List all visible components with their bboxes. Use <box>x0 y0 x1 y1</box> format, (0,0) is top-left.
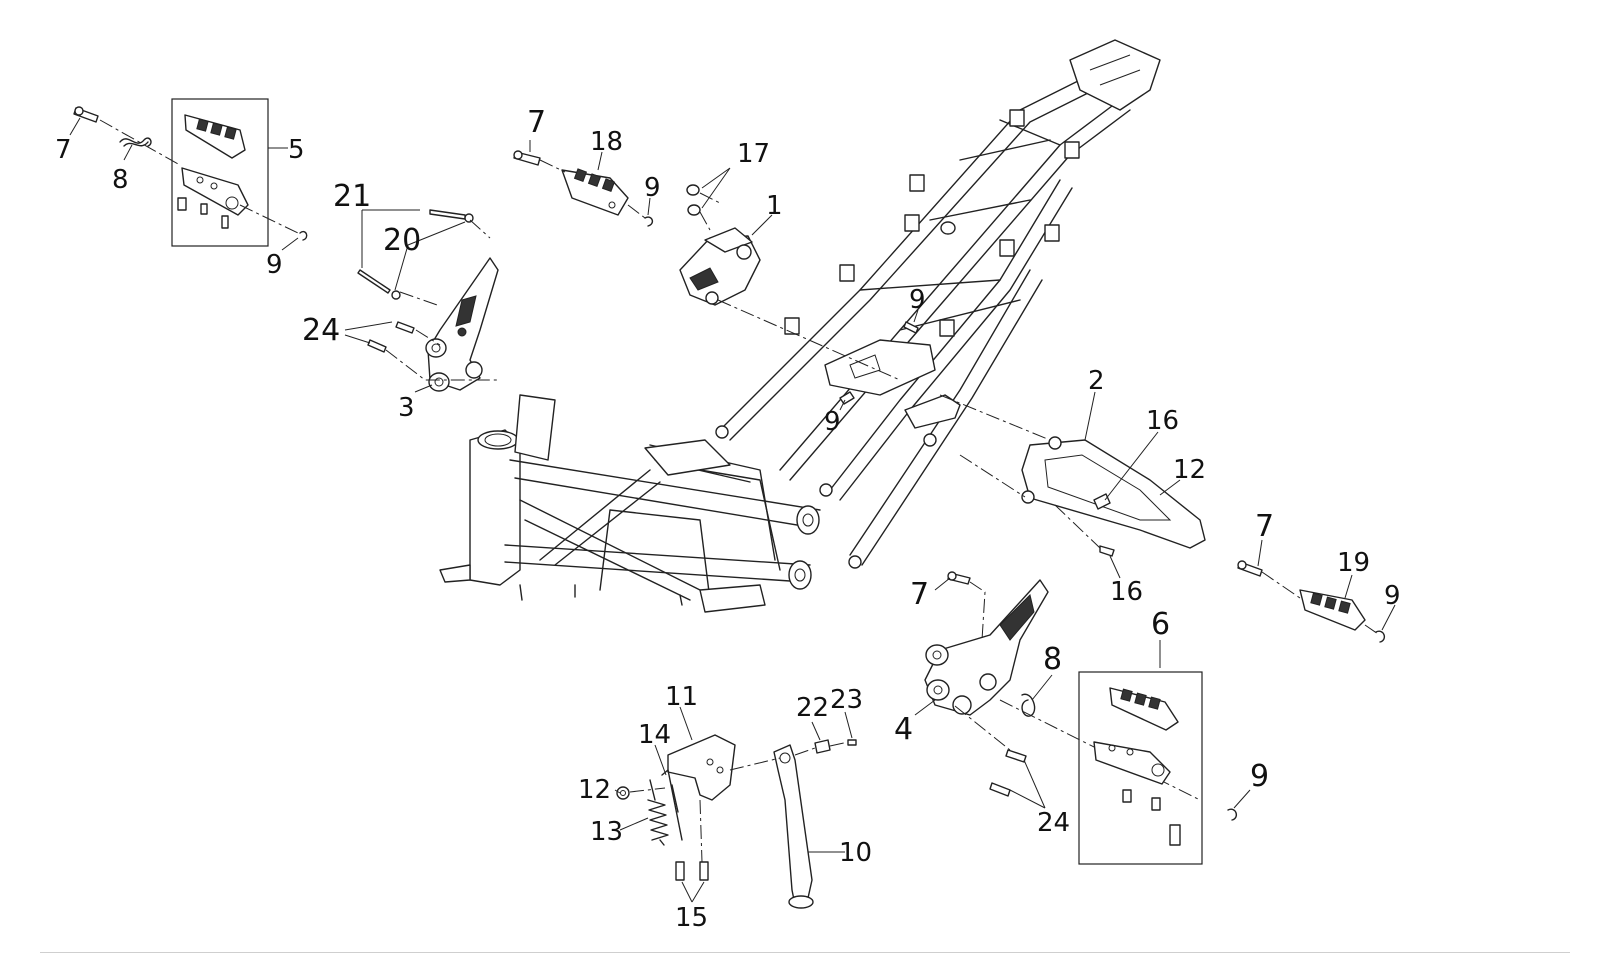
callout-17: 17 <box>737 139 770 169</box>
bolt-part-22 <box>814 739 831 754</box>
pin-part-7d <box>947 571 971 585</box>
footpeg-lower-right <box>1093 741 1171 785</box>
callout-5: 5 <box>288 135 305 165</box>
callout-11: 11 <box>665 682 698 712</box>
callout-9e: 9 <box>1384 581 1401 611</box>
callout-23: 23 <box>830 685 863 715</box>
bottom-divider <box>40 952 1570 953</box>
callout-18: 18 <box>590 127 623 157</box>
callout-8a: 8 <box>112 165 129 195</box>
callout-16b: 16 <box>1110 577 1143 607</box>
footpeg-upper-right <box>1109 687 1179 731</box>
pin-part-7a <box>73 106 99 123</box>
small-bolts-right-kit <box>1122 789 1181 846</box>
callout-7d: 7 <box>910 577 929 612</box>
nut-part-12b <box>616 786 630 800</box>
bolt-part-23 <box>847 739 857 746</box>
footpeg-part-19 <box>1299 589 1366 631</box>
callout-7a: 7 <box>55 135 72 165</box>
callout-16a: 16 <box>1146 406 1179 436</box>
callout-3: 3 <box>398 393 415 423</box>
callout-2: 2 <box>1088 366 1105 396</box>
sidestand-bracket-part-11 <box>667 734 736 801</box>
callout-22: 22 <box>796 693 829 723</box>
callout-10: 10 <box>839 838 872 868</box>
bolt-part-16a <box>1093 493 1111 510</box>
footpeg-kit-box-right <box>1078 671 1203 865</box>
callout-19: 19 <box>1337 548 1370 578</box>
footrest-bracket-right <box>924 579 1049 716</box>
main-frame <box>439 39 1161 613</box>
small-bolts-left-kit <box>177 197 229 229</box>
heel-guard-part-2 <box>1021 436 1206 549</box>
footpeg-kit-box-left <box>171 98 269 247</box>
spring-part-8b <box>1021 693 1036 717</box>
bolts-part-17 <box>686 184 701 216</box>
pin-part-7c <box>1237 560 1263 577</box>
bolt-part-16b <box>1099 545 1115 557</box>
callout-6: 6 <box>1151 607 1170 642</box>
clip-part-9a <box>299 231 308 241</box>
footrest-bracket-part-1 <box>679 227 761 306</box>
callout-15: 15 <box>675 903 708 933</box>
callout-9b: 9 <box>644 173 661 203</box>
spring-part-8a <box>119 137 152 147</box>
callout-12a: 12 <box>1173 455 1206 485</box>
footpeg-lower-left <box>181 167 249 216</box>
footpeg-upper-left <box>184 114 246 159</box>
callout-24a: 24 <box>302 313 340 348</box>
footpeg-part-18 <box>561 168 629 216</box>
clip-part-9f <box>1227 808 1238 821</box>
callout-9f: 9 <box>1250 759 1269 794</box>
clip-part-9e <box>1375 630 1386 643</box>
callout-21: 21 <box>333 179 371 214</box>
callout-24b: 24 <box>1037 808 1070 838</box>
callout-labels: 7 8 5 9 21 20 24 3 7 18 9 17 1 9 9 2 16 … <box>55 105 1401 933</box>
callout-1: 1 <box>766 191 783 221</box>
callout-20: 20 <box>383 223 421 258</box>
callout-13: 13 <box>590 817 623 847</box>
spring-part-13 <box>647 779 669 846</box>
callout-12b: 12 <box>578 775 611 805</box>
callout-7b: 7 <box>527 105 546 140</box>
footrest-bracket-left <box>425 257 499 392</box>
callout-8b: 8 <box>1043 642 1062 677</box>
leader-lines <box>69 117 1396 903</box>
callout-14: 14 <box>638 720 671 750</box>
bolts-part-24a <box>367 321 415 353</box>
callout-9d: 9 <box>824 407 841 437</box>
callout-4: 4 <box>894 712 913 747</box>
callout-9c: 9 <box>909 285 926 315</box>
bolts-part-24b <box>989 749 1027 797</box>
callout-7c: 7 <box>1255 509 1274 544</box>
bolts-part-15 <box>675 861 709 881</box>
bolt-part-9c <box>903 321 919 334</box>
pin-part-7b <box>513 150 541 166</box>
sidestand-part-10 <box>773 744 814 909</box>
callout-9a: 9 <box>266 250 283 280</box>
clip-part-9b <box>644 216 654 227</box>
bolt-part-9d <box>839 391 855 405</box>
bolts-parts-21-20 <box>357 209 474 300</box>
